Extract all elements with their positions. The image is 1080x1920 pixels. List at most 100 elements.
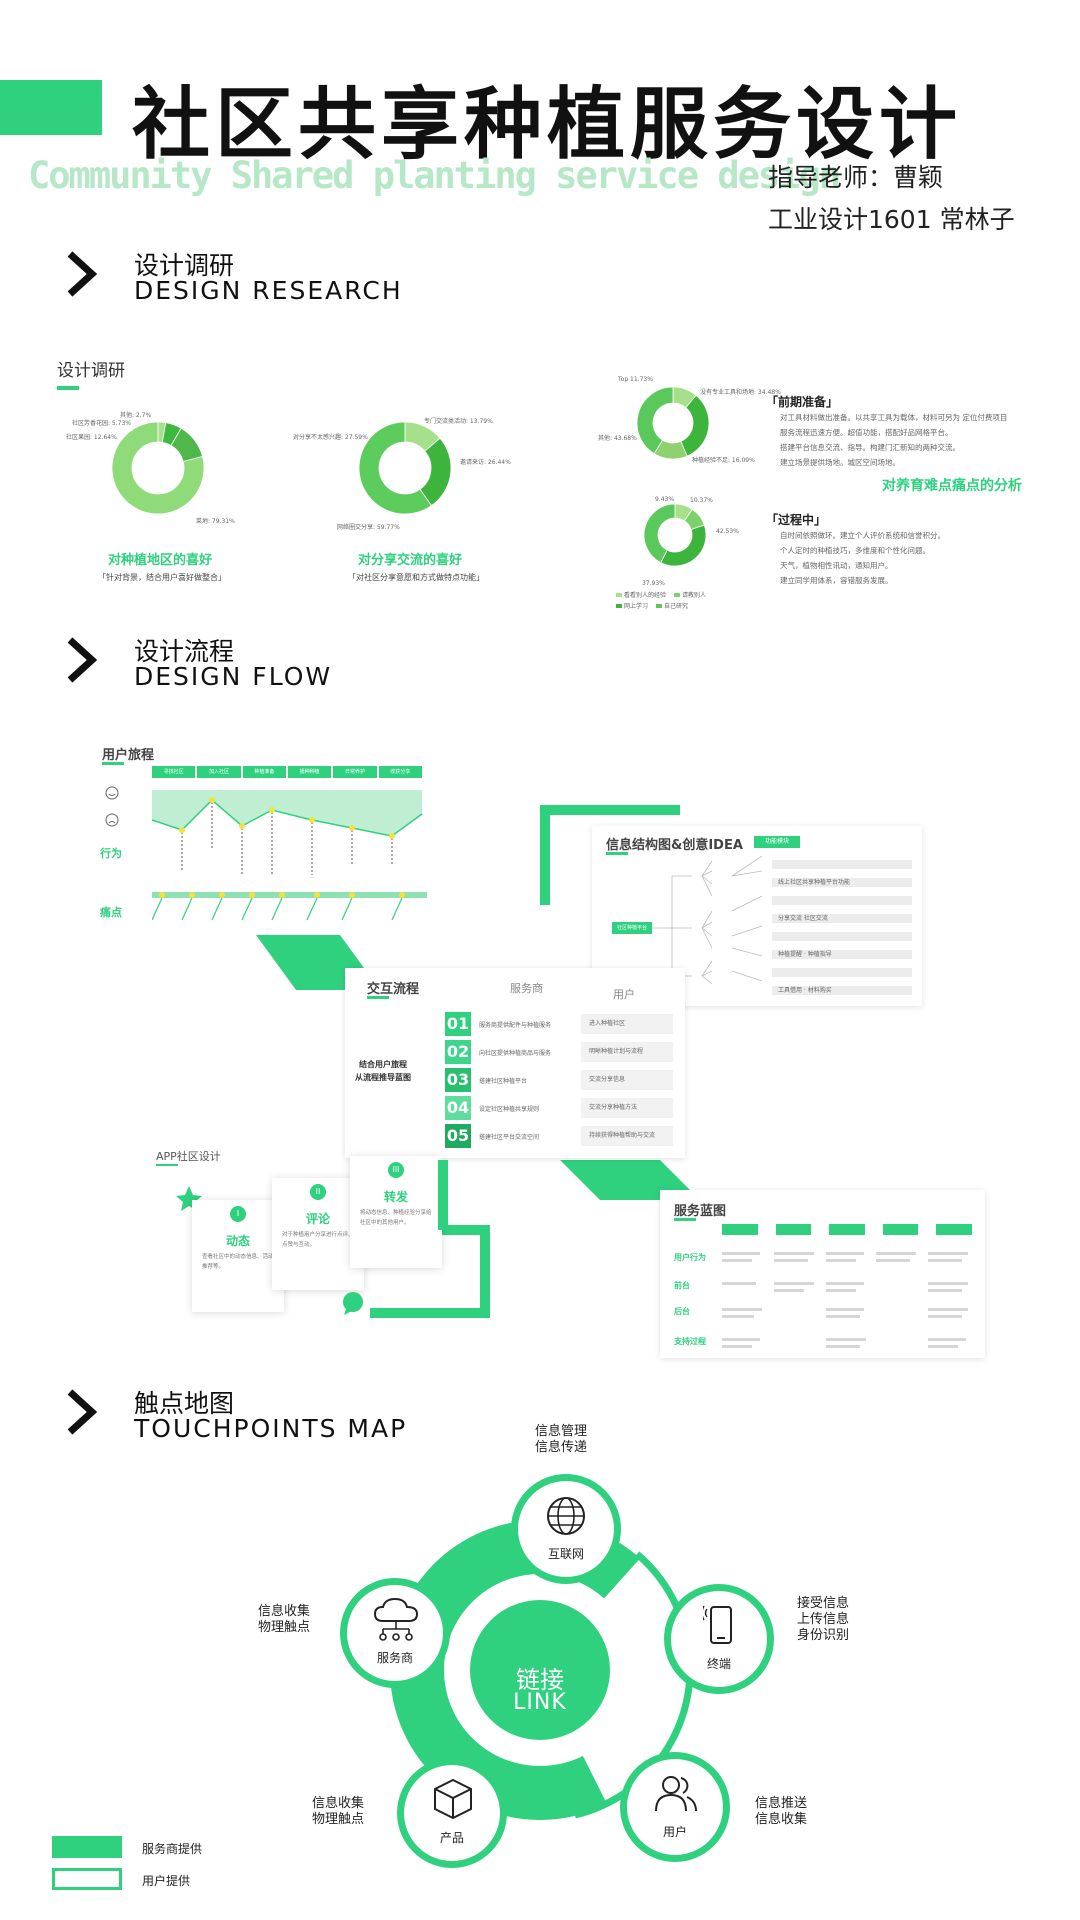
pie-slice [636, 386, 674, 455]
step-number: 05 [445, 1124, 471, 1148]
step-user: 交流分享种植方法 [581, 1098, 673, 1118]
title-underline [367, 996, 389, 999]
chart2-label-2: 网络圈交分享: 59.77% [337, 524, 400, 531]
node-label: 互联网 [547, 1547, 584, 1561]
service-blueprint-slide: 服务蓝图 用户行为 前台 后台 支持过程 [660, 1190, 985, 1358]
sad-face-icon [105, 813, 119, 827]
chart-sharing-preference [358, 421, 452, 515]
node-label: 服务商 [376, 1651, 413, 1665]
info-structure-title: 信息结构图&创意IDEA [606, 838, 743, 853]
center-en: LINK [513, 1690, 567, 1715]
info-tag: 功能模块 [754, 836, 800, 848]
blueprint-columns [722, 1224, 972, 1235]
step-number: 03 [445, 1068, 471, 1092]
chart3-label-0: Top 11.73% [618, 376, 653, 383]
col-service: 服务商 [510, 982, 543, 995]
chart1-label-3: 菜地: 79.31% [196, 518, 235, 525]
chevron-right-icon [67, 251, 98, 297]
step-service: 搭建社区种植平台 [479, 1077, 528, 1085]
journey-stage: 种植准备 [242, 766, 286, 778]
box-icon [434, 1778, 472, 1820]
blueprint-row-label: 后台 [674, 1307, 690, 1316]
chat-bubble-icon [343, 1292, 363, 1315]
info-bar [772, 932, 912, 941]
step-user: 交流分享信息 [581, 1070, 673, 1090]
process-line: 建立同学用体系，容错服务发展。 [780, 576, 893, 585]
cloud-network-icon [373, 1597, 419, 1641]
section-subtitle-touchpoints: TOUCHPOINTS MAP [134, 1414, 408, 1443]
node-label: 产品 [439, 1831, 464, 1845]
page-subtitle: Community Shared planting service design [28, 154, 841, 197]
node-product-note: 信息收集 物理触点 [312, 1796, 365, 1827]
advisor-label: 指导老师：曹颖 [768, 163, 944, 192]
chart1-label-1: 社区芳香花园: 5.73% [72, 420, 131, 427]
step-number: 04 [445, 1096, 471, 1120]
phone-icon [703, 1605, 732, 1644]
step-service: 搭建社区平台交流空间 [479, 1133, 540, 1141]
info-center-node: 社区种植平台 [612, 922, 652, 934]
section-subtitle-flow: DESIGN FLOW [134, 662, 333, 691]
chevron-right-icon [67, 637, 98, 683]
chart1-note: 「针对背景，结合用户喜好做整合」 [98, 573, 226, 582]
step-row: 04 设定社区种植共享规则 交流分享种植方法 [445, 1094, 681, 1122]
card-body: 将动态信息、种植经验分享给社区中的其他用户。 [360, 1210, 432, 1226]
pie-slice [660, 524, 707, 567]
node-internet: 互联网 [511, 1474, 621, 1584]
user-journey-title: 用户旅程 [102, 748, 155, 763]
chart2-label-1: 邀请来访: 26.44% [460, 459, 511, 466]
blueprint-col [829, 1224, 865, 1235]
header-accent-bar [0, 80, 102, 135]
blueprint-col [936, 1224, 972, 1235]
journey-stages: 寻找社区 加入社区 种植准备 播种种植 日常养护 收获分享 [152, 766, 422, 778]
card-title: 转发 [383, 1190, 408, 1204]
blueprint-col [722, 1224, 758, 1235]
process-line: 个人定时的种植技巧，多维度和个性化问题。 [780, 546, 930, 555]
legend-label-user: 用户提供 [142, 1874, 191, 1888]
step-number: 02 [445, 1040, 471, 1064]
node-terminal: 终端 [664, 1584, 774, 1694]
journey-row-behavior: 行为 [100, 847, 122, 860]
card-number: II [310, 1184, 326, 1200]
journey-emotion-curve [152, 790, 427, 921]
pie-slice [358, 421, 433, 515]
step-user: 持续获得种植帮助与交流 [581, 1126, 673, 1146]
node-product: 产品 [397, 1758, 507, 1868]
journey-stage: 寻找社区 [152, 766, 196, 778]
pain-analysis-title: 对养育难点痛点的分析 [882, 478, 1022, 494]
title-underline [674, 1218, 696, 1221]
interaction-flow-slide: 交互流程 服务商 用户 结合用户旅程 从流程推导蓝图 01 服务商提供配件与种植… [345, 968, 685, 1158]
card-number: I [230, 1206, 246, 1222]
blueprint-col [775, 1224, 812, 1235]
node-label: 用户 [662, 1825, 687, 1839]
info-item: 分享交流 社区交流 [772, 914, 912, 923]
process-line: 天气，植物相性讯动，通知用户。 [780, 561, 893, 570]
legend-label-provider: 服务商提供 [142, 1842, 203, 1856]
step-number: 01 [445, 1012, 471, 1036]
chart4-label-2: 37.93% [642, 580, 665, 587]
card-title: 评论 [305, 1212, 330, 1226]
chart-difficulty [636, 386, 710, 460]
chart2-label-0: 专门交流类活动: 13.79% [424, 418, 493, 425]
node-label: 终端 [706, 1657, 731, 1671]
chart3-label-3: 其他: 43.68% [598, 435, 637, 442]
student-label: 工业设计1601 常林子 [768, 205, 1015, 234]
journey-row-pain: 痛点 [100, 906, 122, 919]
blueprint-row-label: 支持过程 [674, 1337, 706, 1346]
card-number: III [388, 1162, 404, 1178]
chart2-note: 「对社区分享意愿和方式做特点功能」 [348, 573, 484, 582]
step-service: 设定社区种植共享规则 [479, 1105, 540, 1113]
research-title-underline [57, 386, 79, 390]
app-card-feed: I 动态 查看社区中的动态信息、活动推荐等。 [192, 1200, 284, 1312]
step-service: 服务商提供配件与种植服务 [479, 1021, 552, 1029]
step-user: 进入种植社区 [581, 1014, 673, 1034]
chart4-label-1: 10.37% [690, 497, 713, 504]
blueprint-grid-text [722, 1252, 968, 1348]
step-row: 01 服务商提供配件与种植服务 进入种植社区 [445, 1010, 681, 1038]
title-underline [102, 762, 124, 765]
prep-line: 建立场景提供场地。城区空间场地。 [780, 458, 900, 467]
section-subtitle-research: DESIGN RESEARCH [134, 276, 403, 305]
chart1-label-2: 社区果园: 12.64% [66, 434, 117, 441]
legend-item: 请教别人 [674, 590, 706, 599]
app-design-title: APP社区设计 [156, 1150, 221, 1163]
app-accent-bar [438, 1160, 448, 1230]
